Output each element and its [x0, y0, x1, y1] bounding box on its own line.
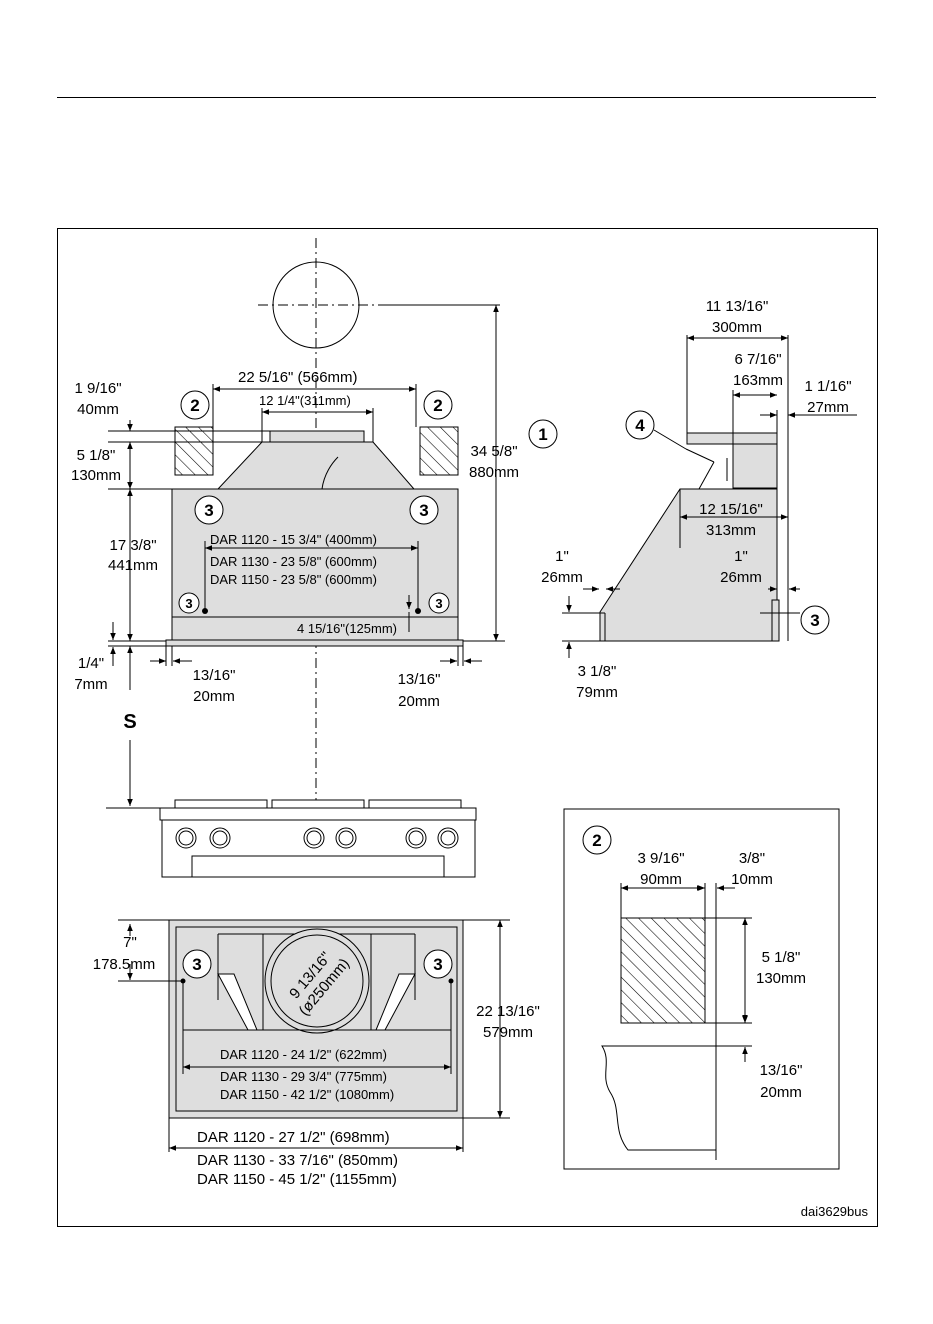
callout-3-front-right: 3 — [419, 501, 428, 520]
dim-side-left-in: 13/16" — [193, 667, 236, 684]
dim-hole-spacing: 4 15/16"(125mm) — [297, 621, 397, 636]
bottom-dim-7-in: 7" — [123, 934, 137, 951]
detail-dim-v-in: 13/16" — [760, 1062, 803, 1079]
detail-dim-h-mm: 130mm — [756, 970, 806, 987]
bottom-dim-depth-mm: 579mm — [483, 1024, 533, 1041]
side-dim-r1-mm: 26mm — [720, 569, 762, 586]
bottom-holes-1150: DAR 1150 - 42 1/2" (1080mm) — [220, 1087, 394, 1102]
callout-2-detail: 2 — [592, 831, 601, 850]
bottom-width-1130: DAR 1130 - 33 7/16" (850mm) — [197, 1152, 398, 1169]
side-dim-l1-in: 1" — [555, 548, 569, 565]
callout-3-hole-left: 3 — [185, 596, 192, 611]
dim-side-right-mm: 20mm — [398, 693, 440, 710]
side-dim-l1-mm: 26mm — [541, 569, 583, 586]
detail-dim-gap-mm: 10mm — [731, 871, 773, 888]
dim-h1-mm: 40mm — [77, 401, 119, 418]
model-1150: DAR 1150 - 23 5/8" (600mm) — [210, 572, 377, 587]
side-dim-d3-in: 1 1/16" — [804, 378, 851, 395]
dim-total-in: 34 5/8" — [470, 443, 517, 460]
side-dim-d2-in: 6 7/16" — [734, 351, 781, 368]
callout-2-right: 2 — [433, 396, 442, 415]
detail-dim-gap-in: 3/8" — [739, 850, 765, 867]
side-dim-d3-mm: 27mm — [807, 399, 849, 416]
figure-code: dai3629bus — [801, 1204, 869, 1219]
detail-dim-w-in: 3 9/16" — [637, 850, 684, 867]
callout-1: 1 — [538, 425, 547, 444]
dim-h3-mm: 441mm — [108, 557, 158, 574]
side-dim-r1-in: 1" — [734, 548, 748, 565]
side-dim-depth-mm: 300mm — [712, 319, 762, 336]
dim-total-mm: 880mm — [469, 464, 519, 481]
model-1130: DAR 1130 - 23 5/8" (600mm) — [210, 554, 377, 569]
detail-dim-h-in: 5 1/8" — [762, 949, 801, 966]
side-dim-d4-mm: 313mm — [706, 522, 756, 539]
side-dim-h-in: 3 1/8" — [578, 663, 617, 680]
side-dim-depth-in: 11 13/16" — [706, 298, 769, 315]
header-rule — [57, 97, 876, 98]
front-view — [108, 238, 505, 810]
dim-h4-mm: 7mm — [74, 676, 107, 693]
dim-h2-mm: 130mm — [71, 467, 121, 484]
bottom-dim-depth-in: 22 13/16" — [476, 1003, 540, 1020]
dim-h2-in: 5 1/8" — [77, 447, 116, 464]
callout-4: 4 — [635, 416, 645, 435]
cabinet-left — [174, 426, 214, 476]
side-view — [562, 335, 857, 658]
detail-dim-w-mm: 90mm — [640, 871, 682, 888]
dim-top-width: 22 5/16" (566mm) — [238, 369, 358, 386]
model-1120: DAR 1120 - 15 3/4" (400mm) — [210, 532, 377, 547]
cooktop — [106, 799, 477, 878]
front-chimney — [216, 441, 416, 490]
dim-h3-in: 17 3/8" — [109, 537, 156, 554]
bottom-width-1150: DAR 1150 - 45 1/2" (1155mm) — [197, 1171, 397, 1188]
dim-collar-width: 12 1/4"(311mm) — [259, 393, 351, 408]
side-dim-d4-in: 12 15/16" — [699, 501, 763, 518]
dim-side-left-mm: 20mm — [193, 688, 235, 705]
side-dim-h-mm: 79mm — [576, 684, 618, 701]
side-dim-d2-mm: 163mm — [733, 372, 783, 389]
dim-side-right-in: 13/16" — [398, 671, 441, 688]
dim-h1-in: 1 9/16" — [74, 380, 121, 397]
bottom-holes-1130: DAR 1130 - 29 3/4" (775mm) — [220, 1069, 387, 1084]
callout-3-hole-right: 3 — [435, 596, 442, 611]
front-filter-rail — [165, 639, 464, 647]
bottom-view — [118, 919, 510, 1152]
clearance-s-label: S — [123, 711, 136, 733]
drawing-frame — [57, 228, 878, 1227]
callout-3-side: 3 — [810, 611, 819, 630]
detail-dim-v-mm: 20mm — [760, 1084, 802, 1101]
detail-box — [563, 808, 840, 1170]
bottom-holes-1120: DAR 1120 - 24 1/2" (622mm) — [220, 1047, 387, 1062]
bottom-width-1120: DAR 1120 - 27 1/2" (698mm) — [197, 1129, 390, 1146]
side-housing — [599, 488, 778, 642]
bottom-dim-7-mm: 178.5mm — [93, 956, 156, 973]
callouts — [178, 390, 830, 979]
callout-3-bottom-left: 3 — [192, 955, 201, 974]
callout-3-bottom-right: 3 — [433, 955, 442, 974]
cabinet-right — [419, 426, 459, 476]
callout-2-left: 2 — [190, 396, 199, 415]
front-collar — [269, 430, 365, 443]
callout-3-front-left: 3 — [204, 501, 213, 520]
dim-h4-in: 1/4" — [78, 655, 104, 672]
